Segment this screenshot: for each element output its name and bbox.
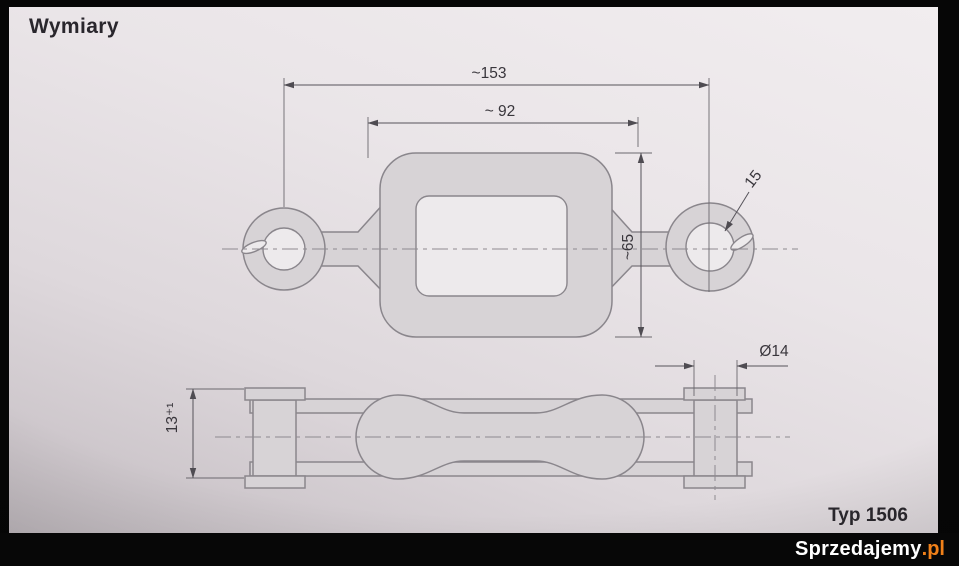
top-plate xyxy=(249,398,753,414)
dimension-label-pin: 15 xyxy=(741,167,765,191)
watermark-brand: Sprzedajemy xyxy=(794,538,922,560)
left-eye-slot xyxy=(241,239,267,255)
left-pin-top-cap xyxy=(244,387,306,401)
watermark-suffix: .pl xyxy=(921,538,945,560)
central-opening xyxy=(415,195,568,297)
side-view xyxy=(215,375,790,500)
right-eye-bore xyxy=(685,222,735,272)
watermark-bar: Sprzedajemy .pl xyxy=(0,533,959,566)
top-view xyxy=(222,152,798,338)
left-pin-body xyxy=(252,399,297,477)
page-title: Wymiary xyxy=(29,15,119,38)
dimension-label-hole-diameter: Ø14 xyxy=(759,343,789,360)
dimension-annotations: ~153 ~ 92 ~65 15 13⁺¹ Ø14 xyxy=(164,65,789,479)
dimension-label-plate-thickness: 13⁺¹ xyxy=(164,403,181,434)
type-label: Typ 1506 xyxy=(828,505,908,526)
leader-line-pin xyxy=(724,191,750,232)
dimension-label-body-height: ~65 xyxy=(620,234,637,260)
dimension-label-inner-width: ~ 92 xyxy=(485,103,516,120)
left-pin-bottom-cap xyxy=(244,475,306,489)
dimension-label-overall-length: ~153 xyxy=(472,65,507,82)
bottom-plate xyxy=(249,461,753,477)
right-eye-slot xyxy=(730,233,754,251)
